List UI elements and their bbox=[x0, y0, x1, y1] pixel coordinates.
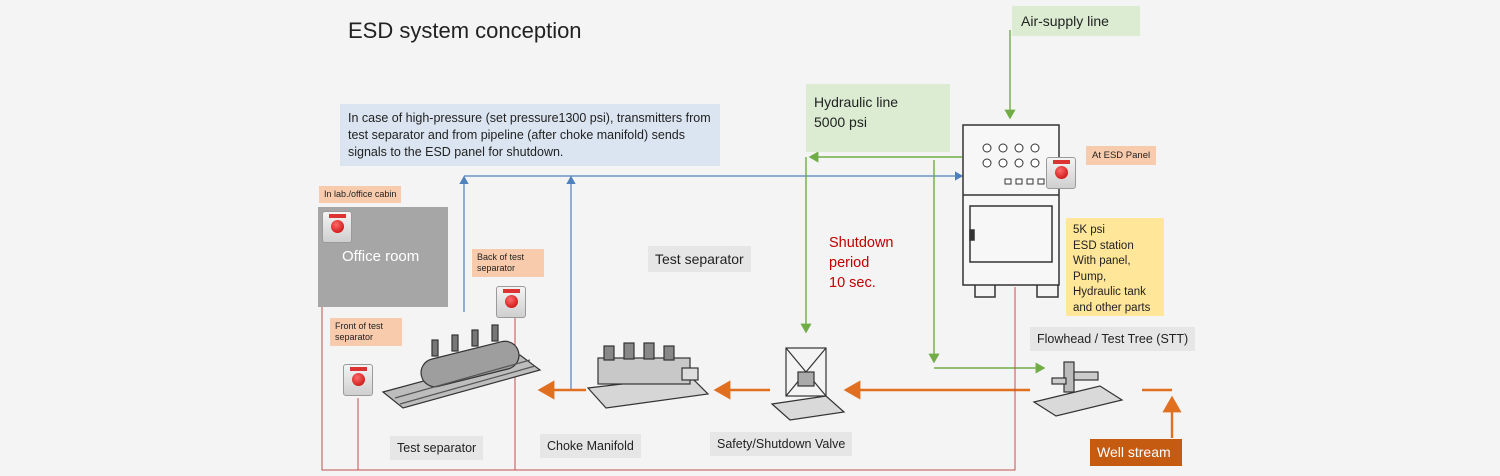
shutdown-line: period bbox=[829, 255, 870, 271]
esd-station-line: 5K psi bbox=[1073, 224, 1105, 236]
ssv-label: Safety/Shutdown Valve bbox=[710, 432, 853, 456]
hydraulic-line-title: Hydraulic line bbox=[814, 94, 899, 110]
front-test-sep-label: Front of test separator bbox=[330, 318, 402, 346]
well-stream-label: Well stream bbox=[1090, 439, 1182, 466]
emergency-button-icon bbox=[496, 286, 526, 318]
test-separator-label: Test separator bbox=[390, 436, 484, 460]
esd-station-line: and other parts bbox=[1073, 301, 1151, 314]
signal-lines bbox=[459, 171, 964, 390]
esd-station-note: 5K psi ESD station With panel, Pump, Hyd… bbox=[1066, 218, 1164, 316]
electric-lines bbox=[321, 245, 1016, 471]
emergency-button-icon bbox=[322, 211, 352, 243]
esd-station-line: ESD station bbox=[1073, 239, 1134, 252]
esd-panel-cabinet bbox=[962, 124, 1060, 298]
emergency-button-icon bbox=[343, 364, 373, 396]
at-esd-panel-label: At ESD Panel bbox=[1086, 146, 1157, 165]
in-lab-label: In lab./office cabin bbox=[319, 186, 402, 203]
page-title: ESD system conception bbox=[348, 18, 582, 43]
esd-station-line: With panel, bbox=[1073, 255, 1131, 267]
choke-manifold-label: Choke Manifold bbox=[540, 434, 641, 458]
shutdown-line: 10 sec. bbox=[829, 275, 876, 291]
hydraulic-lines bbox=[800, 30, 1046, 374]
hydraulic-line-pressure: 5000 psi bbox=[814, 114, 867, 130]
emergency-button-icon bbox=[1046, 157, 1076, 189]
flow-lines bbox=[537, 380, 1182, 438]
choke-manifold-drawing bbox=[586, 342, 710, 409]
test-separator-drawing bbox=[381, 324, 542, 409]
esd-station-line: Pump, bbox=[1073, 270, 1107, 283]
esd-station-line: Hydraulic tank bbox=[1073, 286, 1146, 298]
high-pressure-note: In case of high-pressure (set pressure13… bbox=[340, 104, 720, 166]
shutdown-line: Shutdown bbox=[829, 235, 894, 251]
back-test-sep-label: Back of test separator bbox=[472, 249, 544, 277]
shutdown-period-text: Shutdown period 10 sec. bbox=[829, 233, 894, 293]
flowhead-label: Flowhead / Test Tree (STT) bbox=[1030, 327, 1196, 351]
hydraulic-line-label: Hydraulic line 5000 psi bbox=[806, 84, 950, 152]
air-supply-label: Air-supply line bbox=[1012, 6, 1140, 36]
office-room-label: Office room bbox=[342, 248, 420, 265]
ssv-drawing bbox=[770, 347, 846, 421]
test-separator-mid-label: Test separator bbox=[648, 246, 751, 272]
flowhead-drawing bbox=[1032, 361, 1124, 417]
